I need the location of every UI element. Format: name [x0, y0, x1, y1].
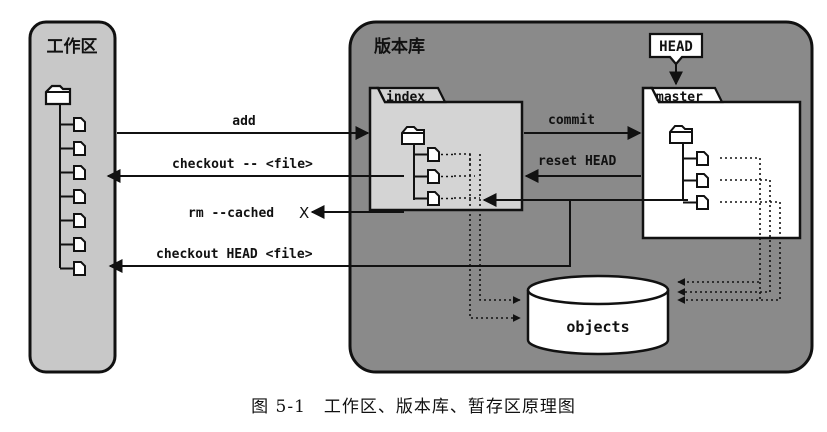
workspace-title: 工作区 — [47, 36, 98, 57]
checkout-head-arrow — [108, 200, 571, 273]
master-folder-icon — [669, 125, 693, 144]
head-pointer: HEAD — [648, 32, 704, 86]
object-links — [454, 153, 781, 322]
commit-label: commit — [548, 113, 595, 128]
objects-label: objects — [566, 318, 629, 336]
workspace-folder-icon — [44, 84, 72, 106]
index-box — [368, 86, 524, 212]
index-label: index — [386, 90, 425, 105]
index-file-icon — [414, 169, 453, 184]
master-file-icon — [683, 151, 709, 166]
workspace-file-icon — [60, 189, 86, 204]
head-label: HEAD — [659, 39, 693, 55]
workspace-file-icon — [60, 237, 86, 252]
master-tab — [650, 86, 724, 104]
index-tab — [376, 86, 447, 104]
index-file-icon — [414, 191, 453, 206]
index-file-icon — [414, 147, 453, 162]
workspace-file-icon — [60, 141, 86, 156]
workspace-file-icon — [60, 213, 86, 228]
rm-cached-label: rm --cached — [188, 206, 274, 221]
workspace-file-icon — [60, 165, 86, 180]
index-folder-icon — [401, 126, 425, 145]
workspace-file-icon — [60, 261, 86, 276]
master-box — [641, 86, 802, 240]
repository-title: 版本库 — [374, 36, 425, 57]
checkout-head-label: checkout HEAD <file> — [156, 247, 313, 262]
checkout-file-label: checkout -- <file> — [172, 157, 313, 172]
figure-title: 工作区、版本库、暂存区原理图 — [323, 397, 576, 417]
objects-database: objects — [526, 274, 670, 356]
reset-head-label: reset HEAD — [538, 154, 616, 169]
figure-caption: 图 5-1 工作区、版本库、暂存区原理图 — [0, 392, 827, 417]
master-file-icon — [683, 195, 709, 210]
rm-cached-cross: X — [299, 204, 309, 222]
master-file-icon — [683, 173, 709, 188]
add-label: add — [232, 114, 255, 129]
master-label: master — [656, 90, 703, 105]
figure-number: 图 5-1 — [251, 397, 306, 417]
workspace-file-icon — [60, 117, 86, 132]
